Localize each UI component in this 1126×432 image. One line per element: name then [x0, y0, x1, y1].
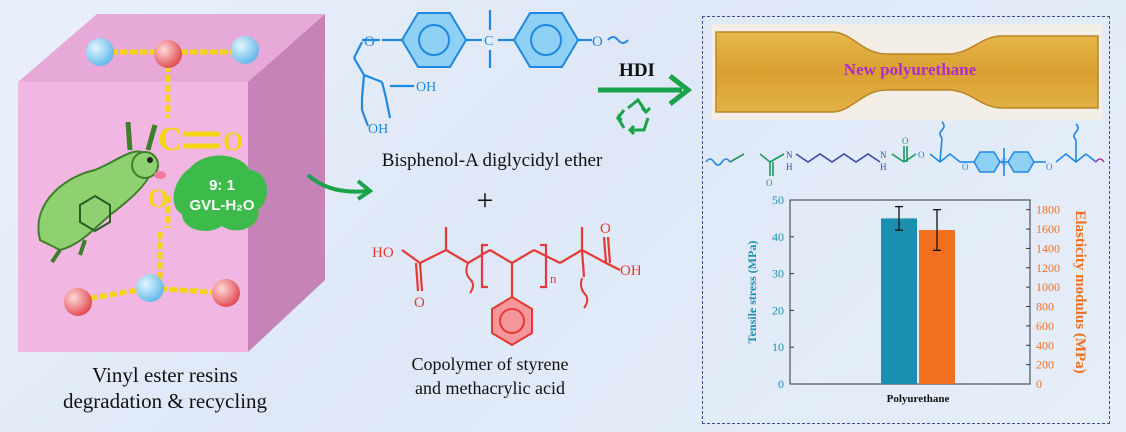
resin-cube-illustration: C O O 9: 1 GVL-H₂O	[18, 14, 325, 352]
reaction-arrow	[598, 74, 693, 136]
red-node-ball	[64, 288, 92, 316]
x-axis-label: Polyurethane	[887, 393, 950, 405]
ester-oxygen-label-2: O	[148, 184, 168, 213]
ester-oxygen-label-1: O	[223, 127, 243, 156]
left-axis-tick-label: 50	[772, 193, 784, 207]
blue-node-ball	[231, 36, 259, 64]
copolymer-phenyl-ring	[491, 295, 533, 347]
pu-atom-n2: N	[880, 150, 887, 160]
copolymer-oh-label: OH	[620, 263, 640, 279]
pu-atom-h1: H	[786, 162, 793, 172]
left-axis-tick-label: 10	[772, 340, 784, 354]
right-axis-tick-label: 1000	[1036, 280, 1060, 294]
cube-caption-line1: Vinyl ester resins	[92, 363, 238, 387]
right-axis-tick-label: 1600	[1036, 222, 1060, 236]
pu-atom-o3: O	[918, 150, 925, 160]
plus-sign: +	[476, 184, 494, 217]
hdi-reagent-label: HDI	[619, 60, 655, 81]
pu-atom-o2: O	[902, 136, 909, 146]
solvent-ratio-line1: 9: 1	[209, 177, 235, 194]
copolymer-repeat-n: n	[550, 271, 557, 286]
bpa-hydroxyl-top: OH	[416, 80, 436, 95]
left-axis-tick-label: 0	[778, 377, 784, 391]
right-axis-tick-label: 0	[1036, 377, 1042, 391]
right-axis-tick-label: 1800	[1036, 203, 1060, 217]
right-axis-tick-label: 800	[1036, 300, 1054, 314]
copolymer-caption-line2: and methacrylic acid	[415, 378, 565, 398]
pu-atom-o1: O	[766, 178, 773, 188]
copolymer-caption: Copolymer of styrene and methacrylic aci…	[380, 352, 600, 400]
copolymer-ho-label: HO	[372, 245, 394, 261]
polyurethane-dogbone-sample	[712, 24, 1102, 120]
blue-node-ball	[136, 274, 164, 302]
left-axis-title: Tensile stress (MPa)	[745, 241, 759, 344]
copolymer-oxygen-left: O	[414, 295, 425, 311]
cube-caption: Vinyl ester resins degradation & recycli…	[0, 362, 330, 414]
copolymer-structure: HO O n O OH	[372, 221, 640, 347]
bpa-central-carbon: C	[484, 34, 493, 49]
right-axis-tick-label: 400	[1036, 338, 1054, 352]
right-axis-tick-label: 200	[1036, 358, 1054, 372]
right-axis-tick-label: 1200	[1036, 261, 1060, 275]
pu-atom-c: C	[1001, 157, 1007, 167]
copolymer-caption-line1: Copolymer of styrene	[411, 354, 569, 374]
polyurethane-structure: O N H N H O O O C O	[705, 121, 1105, 188]
bpa-structure: O C O OH OH	[353, 10, 629, 137]
pu-atom-n1: N	[786, 150, 793, 160]
copolymer-oxygen-right: O	[600, 221, 611, 237]
solvent-ratio-bubble	[173, 155, 268, 231]
product-panel	[702, 16, 1110, 424]
right-axis-tick-label: 1400	[1036, 241, 1060, 255]
right-axis-title: Elasticity modulus (MPa)	[1072, 210, 1088, 373]
pu-atom-o5: O	[1046, 162, 1053, 172]
bpa-caption: Bisphenol-A diglycidyl ether	[381, 150, 603, 171]
bpa-benzene-ring-left	[400, 12, 468, 68]
pu-atom-h2: H	[880, 162, 887, 172]
mechanical-properties-chart: 0 10 20 30 40 50 0 200 400 600 800 1000 1200 1400 1600…	[745, 193, 1088, 405]
catalyst-creature-icon	[37, 121, 166, 264]
cube-side-face	[248, 14, 325, 352]
recycle-icon	[615, 97, 652, 136]
left-axis-tick-label: 20	[772, 303, 784, 317]
cube-caption-line2: degradation & recycling	[62, 389, 268, 413]
blue-node-ball	[86, 38, 114, 66]
left-axis-tick-label: 40	[772, 230, 784, 244]
red-node-ball	[212, 279, 240, 307]
degradation-arrow	[306, 173, 374, 201]
elasticity-modulus-bar	[919, 230, 955, 384]
ester-carbon-label: C	[158, 121, 183, 158]
pu-atom-o4: O	[962, 162, 969, 172]
red-node-ball	[154, 40, 182, 68]
bpa-oxygen-right: O	[592, 34, 603, 50]
bpa-benzene-ring-right	[512, 12, 580, 68]
sample-label: New polyurethane	[843, 60, 977, 79]
bpa-hydroxyl-bottom: OH	[368, 122, 388, 137]
solvent-ratio-line2: GVL-H₂O	[190, 197, 255, 214]
left-axis-tick-label: 30	[772, 267, 784, 281]
bpa-oxygen-left: O	[364, 34, 375, 50]
tensile-stress-bar	[881, 218, 917, 384]
right-axis-tick-label: 600	[1036, 319, 1054, 333]
